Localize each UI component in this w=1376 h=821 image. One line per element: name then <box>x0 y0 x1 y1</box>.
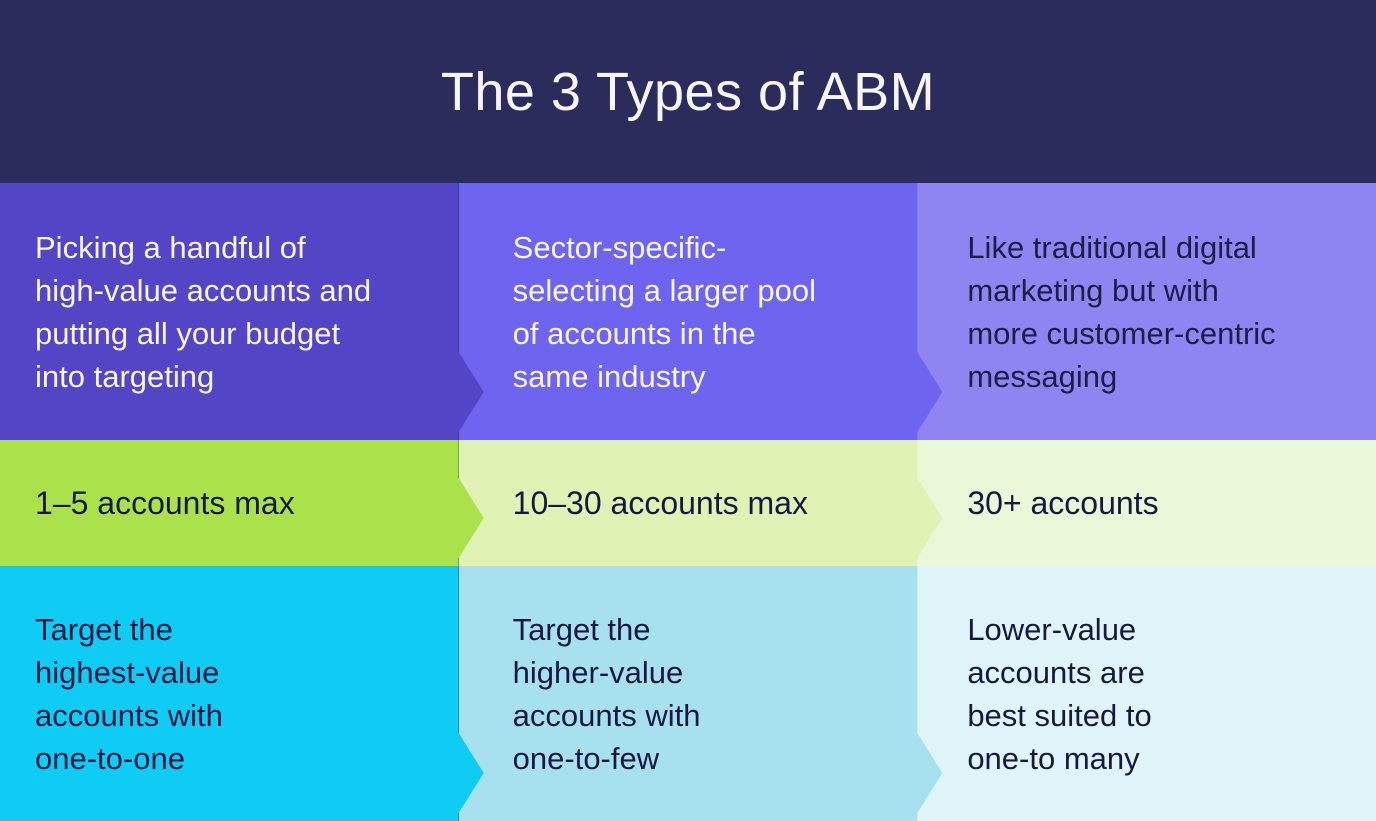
cell-accounts-one-to-few: 10–30 accounts max <box>459 440 943 566</box>
cell-text: Lower-value accounts are best suited to … <box>967 611 1152 776</box>
cell-description-one-to-many: Like traditional digital marketing but w… <box>917 183 1376 440</box>
cell-targeting-one-to-few: Target the higher-value accounts with on… <box>459 566 943 821</box>
cell-text: 1–5 accounts max <box>35 485 295 521</box>
row-targeting-approach: Target the highest-value accounts with o… <box>0 566 1376 821</box>
cell-description-one-to-few: Sector-specific- selecting a larger pool… <box>459 183 943 440</box>
header: The 3 Types of ABM <box>0 0 1376 183</box>
page-title: The 3 Types of ABM <box>440 61 936 122</box>
cell-text: 10–30 accounts max <box>512 485 808 521</box>
row-description: Picking a handful of high-value accounts… <box>0 183 1376 440</box>
cell-text: Sector-specific- selecting a larger pool… <box>512 229 816 394</box>
cell-text: 30+ accounts <box>967 485 1159 521</box>
cell-targeting-one-to-one: Target the highest-value accounts with o… <box>0 566 484 821</box>
cell-text: Like traditional digital marketing but w… <box>967 229 1276 394</box>
row-account-range: 1–5 accounts max 10–30 accounts max 30+ … <box>0 440 1376 566</box>
cell-text: Target the highest-value accounts with o… <box>35 611 223 776</box>
cell-accounts-one-to-many: 30+ accounts <box>917 440 1376 566</box>
cell-accounts-one-to-one: 1–5 accounts max <box>0 440 484 566</box>
cell-text: Target the higher-value accounts with on… <box>512 611 701 776</box>
cell-description-one-to-one: Picking a handful of high-value accounts… <box>0 183 484 440</box>
comparison-grid: Picking a handful of high-value accounts… <box>0 183 1376 821</box>
cell-text: Picking a handful of high-value accounts… <box>35 229 372 394</box>
cell-targeting-one-to-many: Lower-value accounts are best suited to … <box>917 566 1376 821</box>
